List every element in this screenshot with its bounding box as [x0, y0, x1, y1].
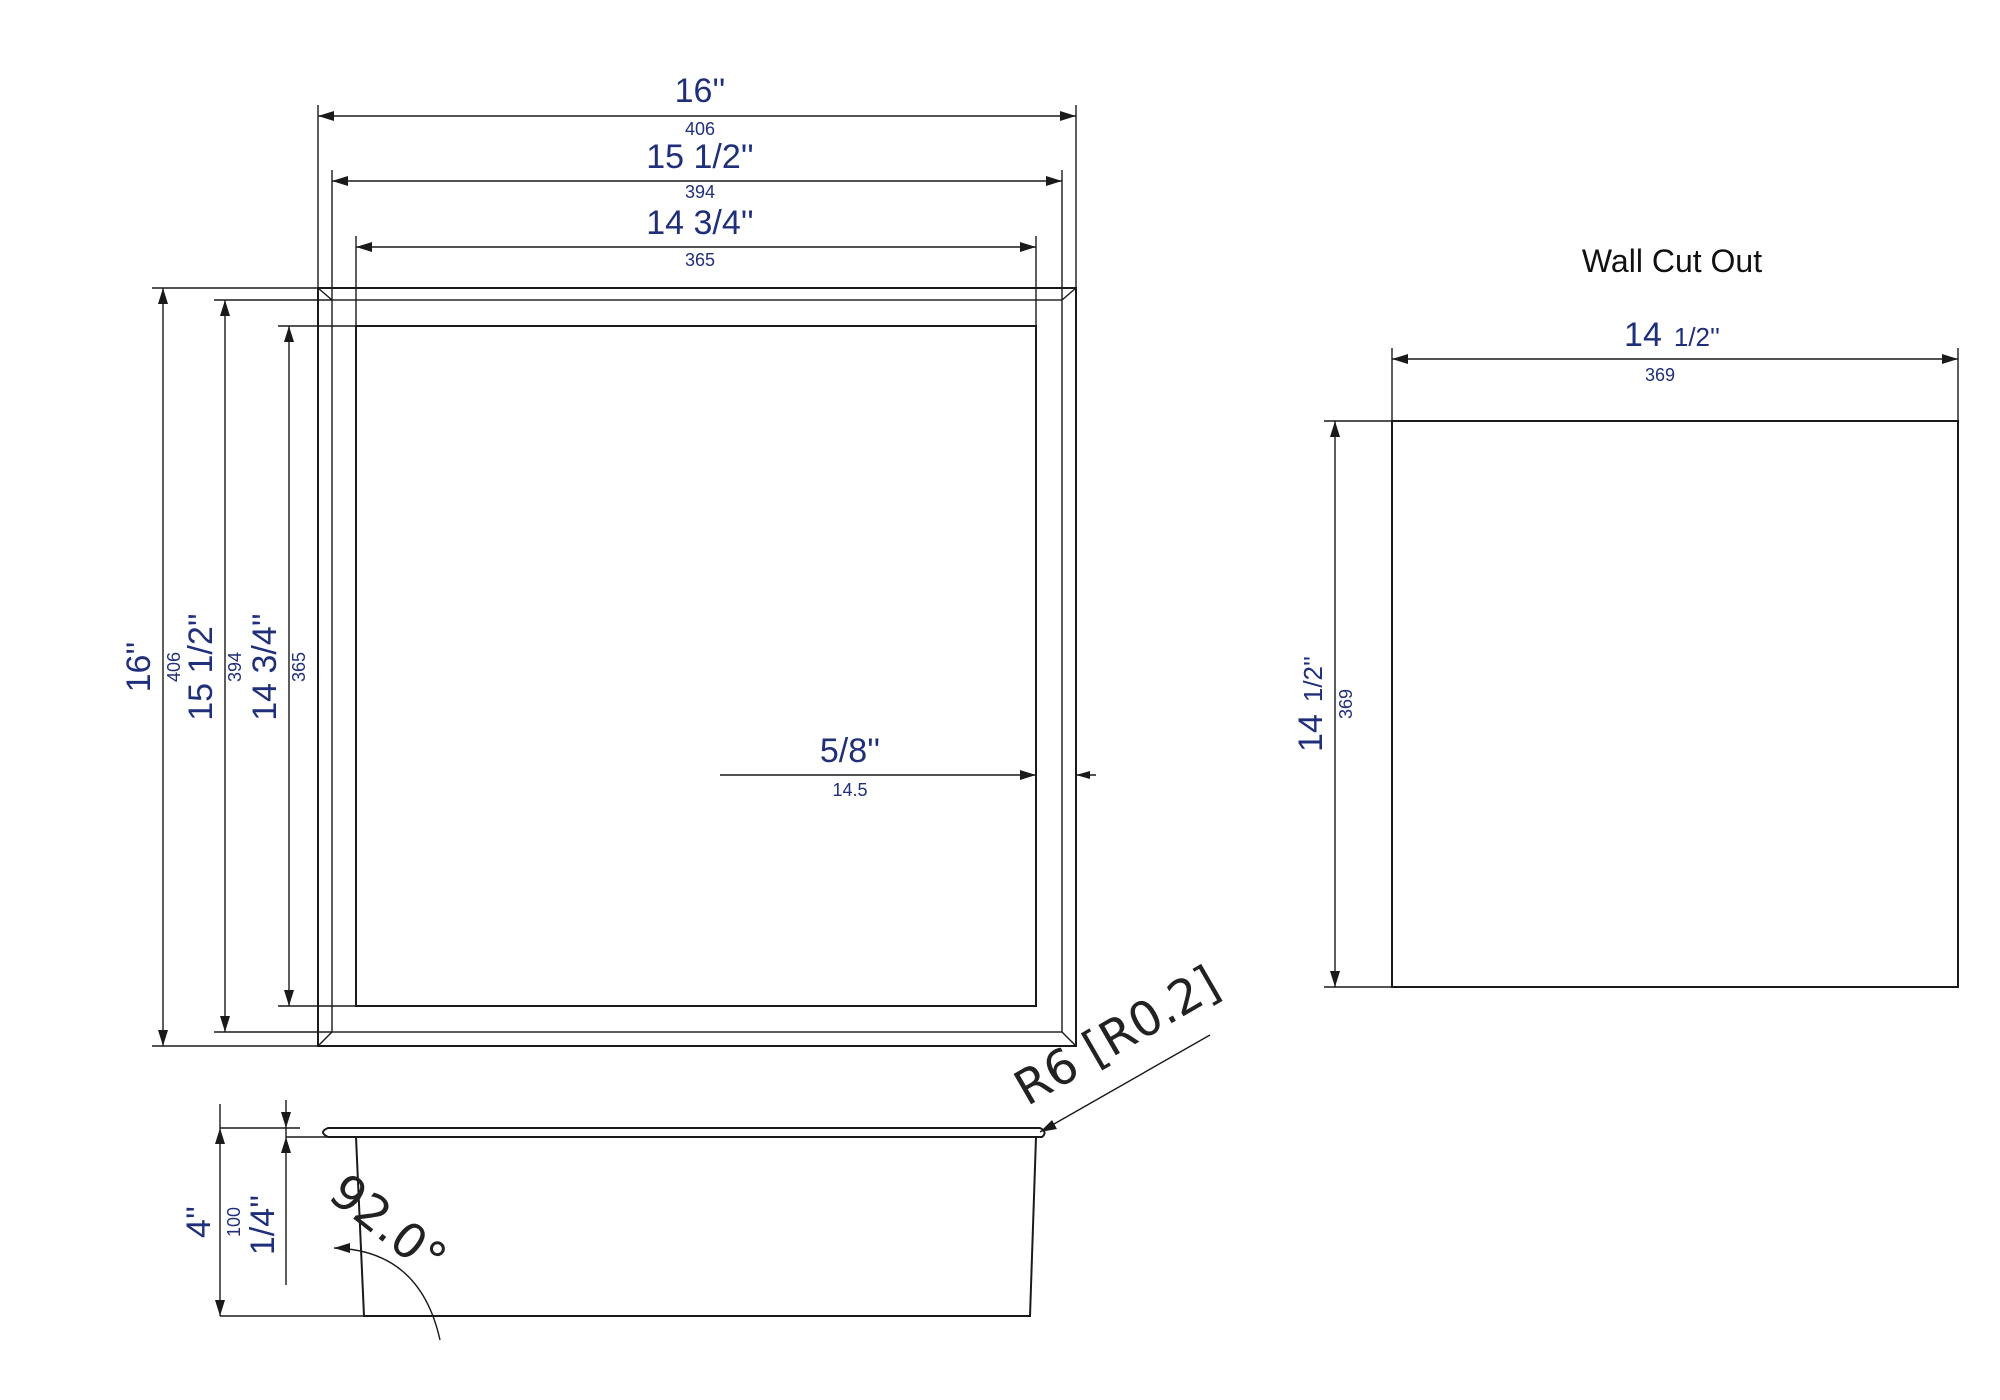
cut-width-metric: 369: [1645, 365, 1675, 385]
height-outer-metric: 406: [164, 652, 184, 682]
bevel-line: [1061, 1031, 1077, 1047]
radius-label: R6 [R0.2]: [1005, 955, 1229, 1117]
wall-cut-out: Wall Cut Out 14 1/2'' 369 14 1/2'' 369: [1292, 243, 1959, 988]
width-outer-imperial: 16'': [675, 72, 726, 110]
cut-width-imperial: 14 1/2'': [1624, 316, 1720, 354]
height-inner-imperial: 14 3/4'': [246, 613, 284, 721]
flange-metric: 14.5: [832, 780, 867, 800]
dim-width-inner: 14 3/4'' 365: [355, 204, 1037, 326]
side-body: [355, 1136, 1037, 1317]
angle-label: 92.0°: [319, 1163, 457, 1288]
height-mid-metric: 394: [225, 652, 245, 682]
width-mid-metric: 394: [685, 182, 715, 202]
bevel-line: [1061, 287, 1077, 301]
dim-height-mid: 15 1/2'' 394: [182, 299, 332, 1033]
radius-callout: R6 [R0.2]: [1005, 955, 1229, 1133]
dim-width-mid: 15 1/2'' 394: [331, 138, 1063, 300]
bevel-line: [317, 1031, 333, 1047]
depth-metric: 100: [224, 1207, 244, 1237]
side-flange: [322, 1127, 1046, 1138]
bevel-line: [317, 287, 333, 301]
cut-width-whole: 14: [1624, 316, 1662, 354]
dim-height-outer: 16'' 406: [120, 287, 318, 1047]
width-inner-metric: 365: [685, 250, 715, 270]
depth-imperial: 4'': [180, 1206, 218, 1238]
dim-flange: 5/8'' 14.5: [720, 732, 1096, 800]
height-inner-metric: 365: [289, 652, 309, 682]
dim-flange-thickness: 1/4'': [244, 1100, 330, 1285]
width-mid-imperial: 15 1/2'': [646, 138, 754, 176]
cut-width-fraction: 1/2'': [1674, 322, 1720, 352]
side-view: [322, 1127, 1046, 1317]
cut-height-whole: 14: [1292, 714, 1330, 752]
dim-width-outer: 16'' 406: [317, 72, 1077, 288]
width-outer-metric: 406: [685, 119, 715, 139]
outer-frame: [317, 287, 1077, 1047]
flange-thickness-imperial: 1/4'': [244, 1195, 282, 1255]
cut-height-metric: 369: [1336, 689, 1356, 719]
wall-cut-out-title: Wall Cut Out: [1582, 243, 1762, 279]
front-view: [317, 287, 1077, 1047]
cut-out-rect: [1391, 420, 1959, 988]
width-inner-imperial: 14 3/4'': [646, 204, 754, 242]
cut-height-imperial: 14 1/2'': [1292, 656, 1330, 752]
dim-height-inner: 14 3/4'' 365: [246, 325, 356, 1007]
cut-height-fraction: 1/2'': [1298, 656, 1328, 702]
angle-callout: 92.0°: [319, 1163, 457, 1341]
inner-opening: [355, 325, 1037, 1007]
flange-imperial: 5/8'': [820, 732, 880, 770]
mid-frame: [331, 299, 1063, 1033]
height-outer-imperial: 16'': [120, 642, 158, 693]
height-mid-imperial: 15 1/2'': [182, 613, 220, 721]
